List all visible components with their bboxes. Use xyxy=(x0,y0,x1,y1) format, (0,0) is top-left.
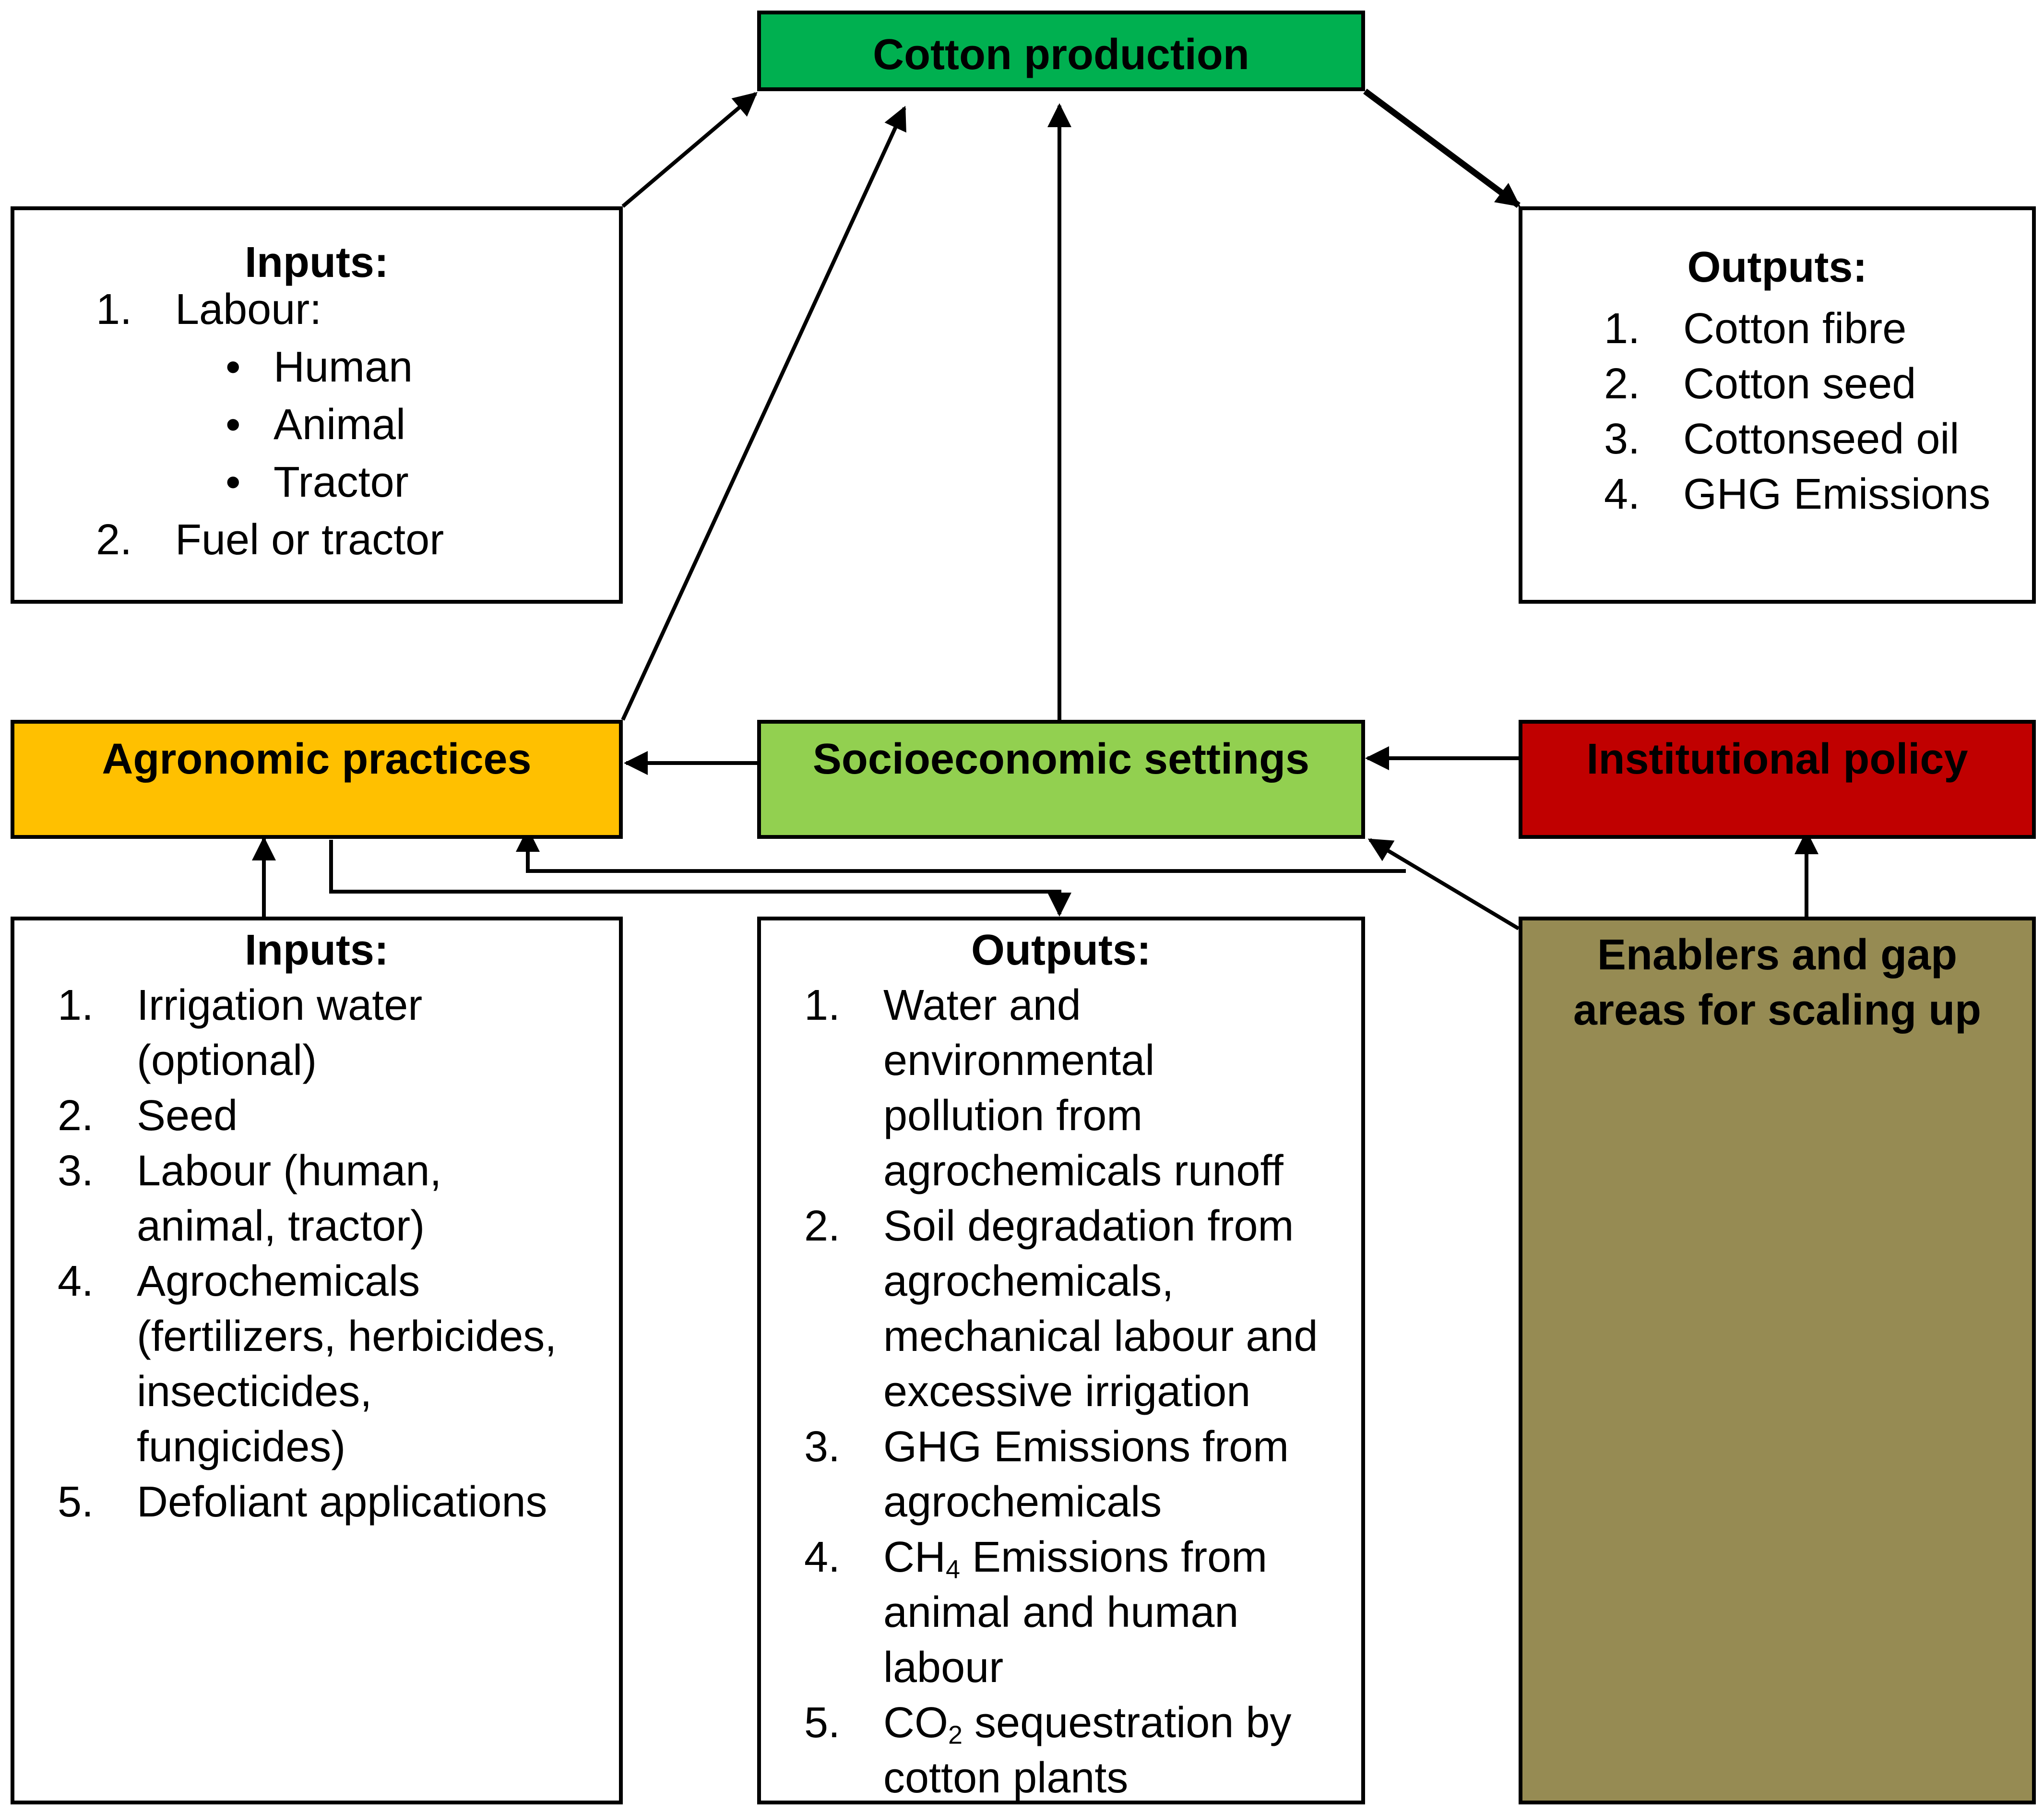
enablers-title: Enablers and gap areas for scaling up xyxy=(1522,928,2032,1038)
list-item: 3.Labour (human,animal, tractor) xyxy=(58,1147,442,1250)
cotton-production-box: Cotton production xyxy=(757,11,1365,91)
list-item: 2.Seed xyxy=(58,1092,238,1140)
agronomic-practices-box: Agronomic practices xyxy=(11,720,623,839)
list-item: •Tractor xyxy=(226,458,409,506)
list-item: •Animal xyxy=(226,401,406,449)
arrow-enablers-to-socio xyxy=(1367,838,1520,931)
outputs-top-box: Outputs: 1.Cotton fibre 2.Cotton seed 3.… xyxy=(1519,206,2036,604)
socioeconomic-settings-box: Socioeconomic settings xyxy=(757,720,1365,839)
inputs-bottom-title: Inputs: xyxy=(245,926,389,974)
institutional-policy-title: Institutional policy xyxy=(1586,735,1968,783)
inputs-bottom-list: 1.Irrigation water(optional) 2.Seed 3.La… xyxy=(58,978,619,1530)
list-item: 4.GHG Emissions xyxy=(1604,470,1991,518)
list-item: •Human xyxy=(226,343,413,391)
arrow-inputs-to-production xyxy=(621,92,758,208)
inputs-top-list: 1.Labour: •Human •Animal •Tractor 2.Fuel… xyxy=(96,282,614,570)
list-item: 1.Labour: xyxy=(96,286,322,334)
enablers-box: Enablers and gap areas for scaling up xyxy=(1519,917,2036,1804)
enablers-line1: Enablers and gap xyxy=(1597,931,1958,979)
list-item: 3.Cottonseed oil xyxy=(1604,415,1960,463)
outputs-bottom-title: Outputs: xyxy=(971,926,1151,974)
arrow-production-to-outputs xyxy=(1363,88,1521,208)
list-item: 2.Fuel or tractor xyxy=(96,516,444,564)
arrow-agronomic-to-outputs-bottom xyxy=(329,840,1071,917)
inputs-bottom-box: Inputs: 1.Irrigation water(optional) 2.S… xyxy=(11,917,623,1804)
inputs-top-box: Inputs: 1.Labour: •Human •Animal •Tracto… xyxy=(11,206,623,604)
inputs-top-title: Inputs: xyxy=(245,239,389,286)
list-item: 1.Cotton fibre xyxy=(1604,305,1907,353)
arrow-agronomic-to-production xyxy=(621,106,906,721)
list-item: 4.Agrochemicals(fertilizers, herbicides,… xyxy=(58,1257,557,1471)
list-item: 2.Cotton seed xyxy=(1604,360,1916,408)
arrow-enablers-to-agronomic xyxy=(516,828,1406,873)
outputs-top-title: Outputs: xyxy=(1687,243,1867,291)
institutional-policy-box: Institutional policy xyxy=(1519,720,2036,839)
outputs-top-list: 1.Cotton fibre 2.Cotton seed 3.Cottonsee… xyxy=(1604,301,2036,522)
cotton-production-title: Cotton production xyxy=(873,31,1249,79)
enablers-line2: areas for scaling up xyxy=(1573,986,1982,1034)
agronomic-practices-title: Agronomic practices xyxy=(102,735,532,783)
socioeconomic-settings-title: Socioeconomic settings xyxy=(812,735,1310,783)
list-item: 1.Irrigation water(optional) xyxy=(58,981,423,1085)
list-item: 5.Defoliant applications xyxy=(58,1478,547,1526)
